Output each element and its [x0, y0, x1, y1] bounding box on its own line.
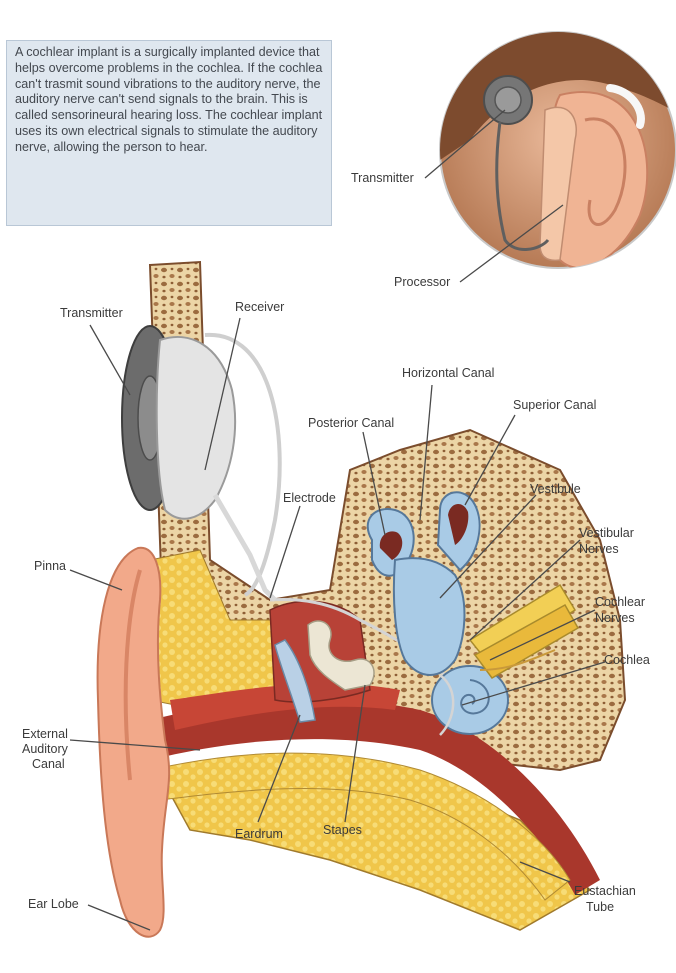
label-stapes: Stapes: [323, 823, 362, 837]
label-cochlear-nerves-2: Nerves: [595, 611, 635, 625]
label-superior-canal: Superior Canal: [513, 398, 596, 412]
label-eustachian-1: Eustachian: [574, 884, 636, 898]
inset-circle: [440, 27, 676, 268]
label-posterior-canal: Posterior Canal: [308, 416, 394, 430]
label-eustachian-2: Tube: [586, 900, 614, 914]
label-external-canal-2: Auditory: [22, 742, 69, 756]
label-receiver: Receiver: [235, 300, 284, 314]
label-horizontal-canal: Horizontal Canal: [402, 366, 494, 380]
label-cochlear-nerves-1: Cochlear: [595, 595, 645, 609]
label-external-canal-3: Canal: [32, 757, 65, 771]
label-vestibule: Vestibule: [530, 482, 581, 496]
label-pinna: Pinna: [34, 559, 66, 573]
label-vestibular-nerves-2: Nerves: [579, 542, 619, 556]
label-ear-lobe: Ear Lobe: [28, 897, 79, 911]
label-transmitter: Transmitter: [60, 306, 123, 320]
label-electrode: Electrode: [283, 491, 336, 505]
label-vestibular-nerves-1: Vestibular: [579, 526, 634, 540]
label-cochlea: Cochlea: [604, 653, 650, 667]
label-eardrum: Eardrum: [235, 827, 283, 841]
label-external-canal-1: External: [22, 727, 68, 741]
label-processor: Processor: [394, 275, 450, 289]
label-inset-transmitter: Transmitter: [351, 171, 414, 185]
